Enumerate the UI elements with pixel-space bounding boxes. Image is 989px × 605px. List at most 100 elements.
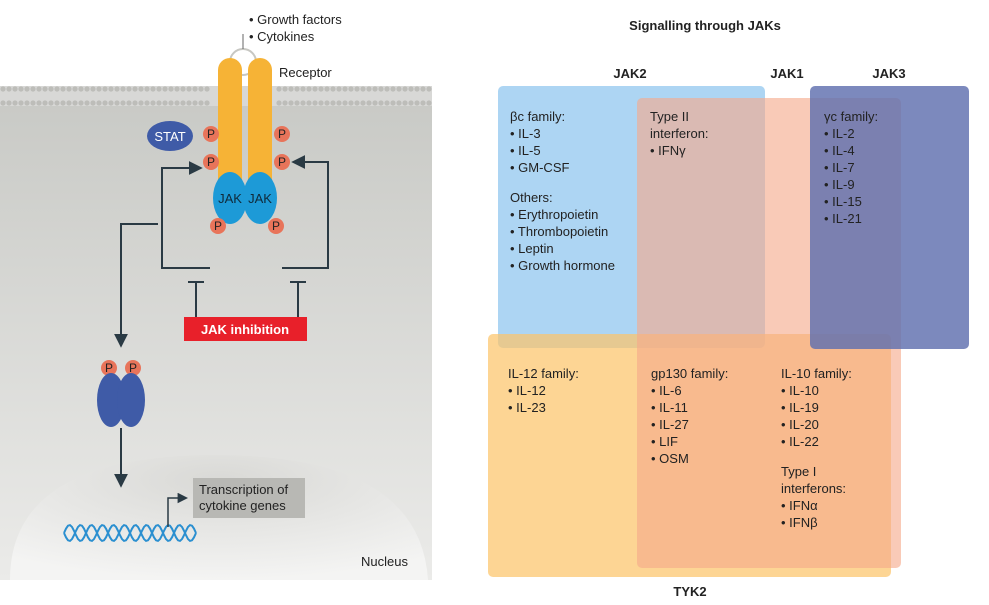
lipid-head bbox=[0, 100, 6, 106]
lipid-head bbox=[6, 86, 12, 92]
group-line: • IL-5 bbox=[510, 143, 541, 158]
phosphate-label: P bbox=[278, 155, 286, 169]
label-jak3: JAK3 bbox=[872, 66, 905, 81]
jak-inhibition-box bbox=[184, 317, 307, 341]
lipid-head bbox=[108, 100, 114, 106]
group-gp130-family: gp130 family: • IL-6 • IL-11 • IL-27 • L… bbox=[651, 366, 728, 466]
lipid-head bbox=[204, 100, 210, 106]
group-line: • Erythropoietin bbox=[510, 207, 598, 222]
group-gc-family: γc family: • IL-2 • IL-4 • IL-7 • IL-9 •… bbox=[824, 109, 878, 226]
ligand-label-growth-factors: • Growth factors bbox=[249, 12, 342, 27]
group-il10-family: IL-10 family: • IL-10 • IL-19 • IL-20 • … bbox=[781, 366, 852, 530]
jak-right-label: JAK bbox=[248, 191, 272, 206]
lipid-head bbox=[150, 100, 156, 106]
lipid-head bbox=[312, 100, 318, 106]
lipid-head bbox=[276, 100, 282, 106]
lipid-head bbox=[132, 86, 138, 92]
lipid-head bbox=[306, 100, 312, 106]
transcription-label-line2: cytokine genes bbox=[199, 498, 286, 513]
lipid-head bbox=[162, 86, 168, 92]
lipid-head bbox=[90, 86, 96, 92]
lipid-head bbox=[180, 100, 186, 106]
lipid-head bbox=[408, 100, 414, 106]
lipid-head bbox=[72, 86, 78, 92]
lipid-head bbox=[414, 86, 420, 92]
lipid-head bbox=[282, 86, 288, 92]
lipid-head bbox=[30, 86, 36, 92]
label-tyk2: TYK2 bbox=[673, 584, 706, 599]
lipid-head bbox=[342, 100, 348, 106]
inhibition-bars bbox=[188, 281, 306, 318]
phosphate-receptor-left-upper bbox=[203, 126, 219, 142]
lipid-head bbox=[0, 86, 6, 92]
lipid-head bbox=[60, 86, 66, 92]
stat-activation-arrow bbox=[114, 223, 158, 348]
lipid-head bbox=[186, 100, 192, 106]
group-line: • GM-CSF bbox=[510, 160, 569, 175]
lipid-head bbox=[282, 100, 288, 106]
lipid-head bbox=[168, 86, 174, 92]
lipid-head bbox=[138, 86, 144, 92]
lipid-head bbox=[36, 100, 42, 106]
label-jak1: JAK1 bbox=[770, 66, 803, 81]
lipid-head bbox=[114, 86, 120, 92]
phosphate-label: P bbox=[129, 361, 137, 375]
lipid-head bbox=[288, 100, 294, 106]
phosphate-marks: P P P P P P P P bbox=[101, 126, 290, 376]
lipid-head bbox=[174, 100, 180, 106]
lipid-head bbox=[330, 86, 336, 92]
lipid-head bbox=[336, 86, 342, 92]
lipid-head bbox=[150, 86, 156, 92]
phosphate-label: P bbox=[207, 155, 215, 169]
group-line: • OSM bbox=[651, 451, 689, 466]
lipid-head bbox=[402, 86, 408, 92]
cell-panel: JAK JAK STAT P P P P P P P P bbox=[0, 12, 432, 580]
lipid-head bbox=[402, 100, 408, 106]
lipid-head bbox=[318, 100, 324, 106]
lipid-head bbox=[156, 100, 162, 106]
lipid-head bbox=[60, 100, 66, 106]
lipid-head bbox=[108, 86, 114, 92]
venn-title: Signalling through JAKs bbox=[629, 18, 781, 33]
lipid-head bbox=[138, 100, 144, 106]
lipid-head bbox=[66, 100, 72, 106]
lipid-head bbox=[42, 100, 48, 106]
lipid-head bbox=[12, 100, 18, 106]
group-line: IL-10 family: bbox=[781, 366, 852, 381]
lipid-head bbox=[360, 100, 366, 106]
lipid-head bbox=[42, 86, 48, 92]
group-line: • Thrombopoietin bbox=[510, 224, 608, 239]
group-line: interferons: bbox=[781, 481, 846, 496]
lipid-head bbox=[276, 86, 282, 92]
lipid-head bbox=[306, 86, 312, 92]
dna-strand bbox=[63, 523, 197, 543]
lipid-head bbox=[360, 86, 366, 92]
stat-protein bbox=[147, 121, 193, 151]
lipid-head bbox=[78, 100, 84, 106]
lipid-head bbox=[6, 100, 12, 106]
group-line: • IL-2 bbox=[824, 126, 855, 141]
group-line: • IFNγ bbox=[650, 143, 686, 158]
dna-helix bbox=[63, 523, 197, 543]
lipid-head bbox=[48, 86, 54, 92]
lipid-head bbox=[90, 100, 96, 106]
phosphate-stat-right bbox=[125, 360, 141, 376]
group-line: • IL-10 bbox=[781, 383, 819, 398]
lipid-head bbox=[300, 86, 306, 92]
lipid-head bbox=[366, 100, 372, 106]
lipid-head bbox=[186, 86, 192, 92]
receptor-chain-left bbox=[218, 58, 242, 200]
group-line: • IL-15 bbox=[824, 194, 862, 209]
lipid-head bbox=[48, 100, 54, 106]
lipid-head bbox=[312, 86, 318, 92]
group-il12-family: IL-12 family: • IL-12 • IL-23 bbox=[508, 366, 579, 415]
feedback-arrow-right bbox=[282, 155, 329, 269]
lipid-head bbox=[72, 100, 78, 106]
group-line: Others: bbox=[510, 190, 553, 205]
lipid-head bbox=[102, 86, 108, 92]
phosphate-label: P bbox=[207, 127, 215, 141]
phosphate-label: P bbox=[278, 127, 286, 141]
lipid-head bbox=[294, 86, 300, 92]
